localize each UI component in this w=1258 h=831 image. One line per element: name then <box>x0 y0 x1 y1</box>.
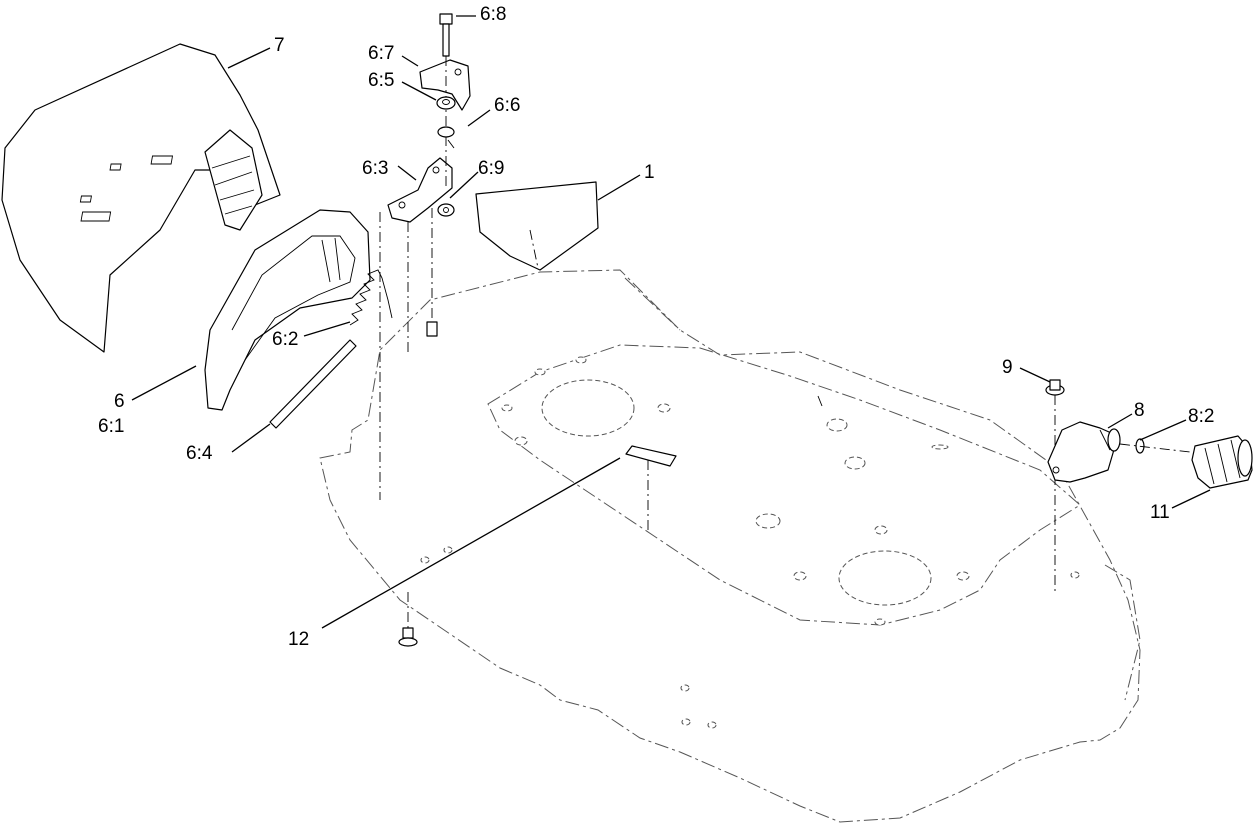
callout-6-2: 6:2 <box>272 329 298 350</box>
leader-lines <box>131 15 1211 629</box>
callout-6-7: 6:7 <box>368 43 394 64</box>
callout-6: 6 <box>114 391 125 412</box>
callout-6-8: 6:8 <box>480 4 506 25</box>
callout-11: 11 <box>1150 502 1170 523</box>
deck-bolt <box>398 592 418 647</box>
callout-8-2: 8:2 <box>1188 406 1214 427</box>
part-12-label <box>625 445 677 530</box>
part-6-5-washer <box>436 96 456 110</box>
callout-1: 1 <box>644 162 655 183</box>
callout-6-3: 6:3 <box>362 158 388 179</box>
part-8-2-o-ring <box>1119 438 1191 454</box>
part-8-elbow-fitting <box>1047 421 1121 483</box>
callout-6-4: 6:4 <box>186 443 213 464</box>
part-7-deflector <box>1 43 281 353</box>
callout-7: 7 <box>274 35 285 56</box>
part-6-7-bracket <box>419 59 471 111</box>
callout-6-5: 6:5 <box>368 70 394 91</box>
part-6-3-bracket <box>379 157 453 500</box>
part-6-6-spring-washer <box>437 126 455 149</box>
deck-housing <box>319 269 1141 823</box>
part-6-9-nut <box>437 203 455 217</box>
part-6-8-bolt <box>439 13 453 190</box>
part-6-deflector-assembly <box>204 209 371 411</box>
callout-6-9: 6:9 <box>478 158 504 179</box>
part-1-decal <box>475 181 599 271</box>
callout-12: 12 <box>288 629 309 650</box>
part-6-2-spring <box>349 269 393 326</box>
callout-9: 9 <box>1002 357 1013 378</box>
part-11-cap <box>1191 435 1253 489</box>
callout-8: 8 <box>1134 400 1145 421</box>
part-9-bolt <box>1045 379 1065 595</box>
callout-6-6: 6:6 <box>494 95 520 116</box>
callout-6-1: 6:1 <box>98 416 124 437</box>
part-6-4-rod <box>269 339 357 429</box>
